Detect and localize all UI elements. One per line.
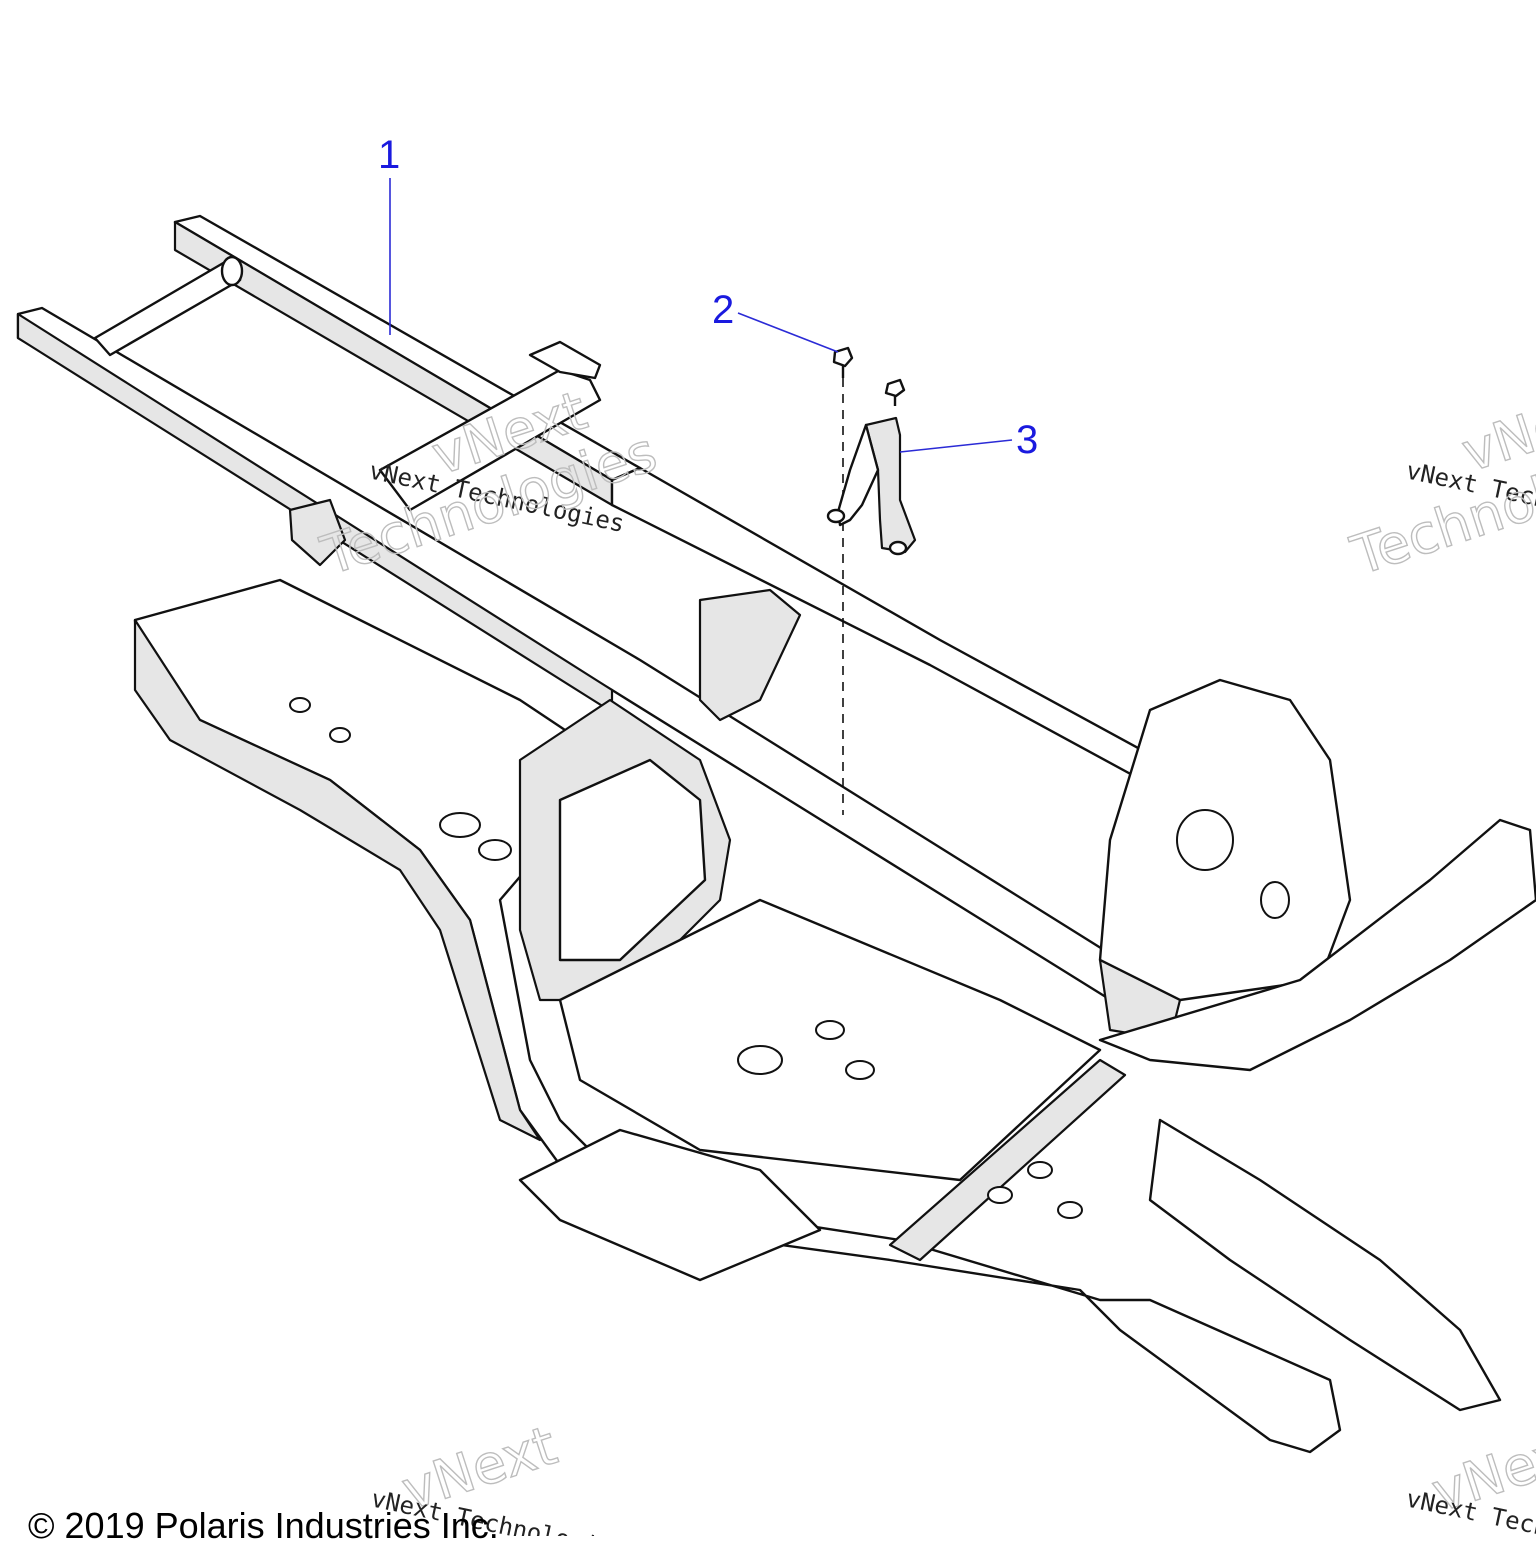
copyright-text: © 2019 Polaris Industries Inc. <box>28 1505 499 1546</box>
callout-3: 3 <box>1016 418 1038 462</box>
bracket-part-3 <box>826 416 917 556</box>
leader-line-2 <box>737 312 839 353</box>
cargo-rack-frame <box>16 214 1162 1014</box>
callout-2: 2 <box>712 288 734 332</box>
chassis-frame <box>133 578 1536 1454</box>
bolt-part-2 <box>832 346 906 815</box>
callout-group: 1 2 3 <box>378 133 1038 462</box>
callout-1: 1 <box>378 133 400 177</box>
leader-line-3 <box>899 439 1013 453</box>
